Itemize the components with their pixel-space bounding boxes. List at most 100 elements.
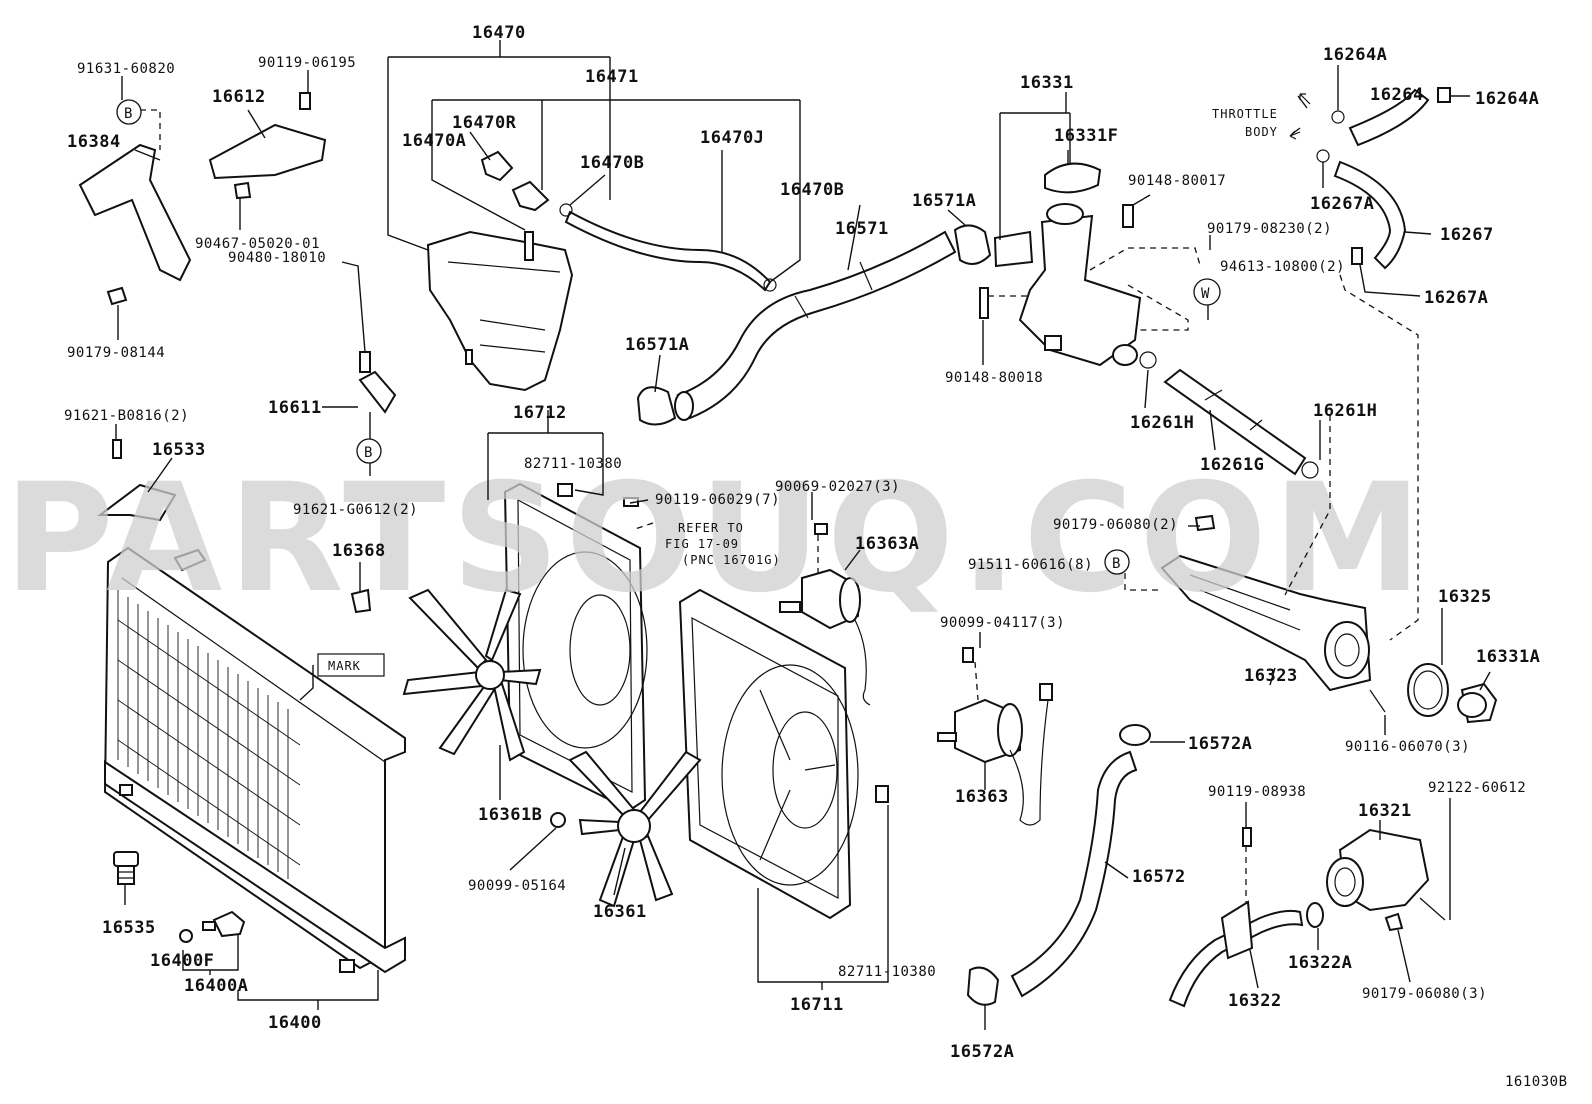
part-label[interactable]: 16384 — [67, 132, 121, 152]
part-label[interactable]: 90148-80018 — [945, 370, 1043, 386]
part-label[interactable]: 16323 — [1244, 666, 1298, 686]
part-label[interactable]: 90069-02027(3) — [775, 479, 900, 495]
fan-shroud-2-drawing — [678, 588, 859, 920]
part-label[interactable]: 90119-06195 — [258, 55, 356, 71]
part-label[interactable]: 16331A — [1476, 647, 1540, 667]
part-label[interactable]: 16470B — [780, 180, 844, 200]
part-label[interactable]: 16470A — [402, 131, 466, 151]
part-label[interactable]: 91621-B0816(2) — [64, 408, 189, 424]
part-label[interactable]: 16325 — [1438, 587, 1492, 607]
part-label[interactable]: 16363 — [955, 787, 1009, 807]
water-inlet-housing-drawing — [993, 203, 1142, 367]
throttle-hoses-drawing — [1316, 87, 1451, 270]
callout-b-letter: B — [124, 106, 133, 122]
part-label[interactable]: 16611 — [268, 398, 322, 418]
part-label[interactable]: 90099-04117(3) — [940, 615, 1065, 631]
part-label[interactable]: 16471 — [585, 67, 639, 87]
callout-b-marker — [116, 99, 142, 125]
part-label[interactable]: 92122-60612 — [1428, 780, 1526, 796]
part-label[interactable]: 91621-G0612(2) — [293, 502, 418, 518]
part-label[interactable]: 16470R — [452, 113, 517, 133]
part-label[interactable]: 16361 — [593, 902, 647, 922]
part-label[interactable]: 16322A — [1288, 953, 1352, 973]
part-label[interactable]: 16267A — [1424, 288, 1488, 308]
fan-motor-a-drawing — [779, 523, 871, 706]
part-label[interactable]: 16572A — [950, 1042, 1014, 1062]
radiator-cap-drawing — [1044, 162, 1102, 194]
part-label[interactable]: 16331 — [1020, 73, 1074, 93]
callout-b-marker — [1104, 549, 1130, 575]
part-label[interactable]: 16264A — [1475, 89, 1539, 109]
part-label[interactable]: 16571A — [625, 335, 689, 355]
part-label[interactable]: 91511-60616(8) — [968, 557, 1093, 573]
part-label[interactable]: 90148-80017 — [1128, 173, 1226, 189]
part-label[interactable]: 16264 — [1370, 85, 1424, 105]
part-label[interactable]: 90179-08230(2) — [1207, 221, 1332, 237]
part-label[interactable]: 16322 — [1228, 991, 1282, 1011]
part-label[interactable]: 82711-10380 — [524, 456, 622, 472]
part-label[interactable]: 90179-08144 — [67, 345, 165, 361]
throttle-arrows — [1289, 93, 1311, 140]
part-label[interactable]: 16711 — [790, 995, 844, 1015]
reservoir-cap-2-drawing — [511, 180, 550, 212]
part-label[interactable]: 90179-06080(2) — [1053, 517, 1178, 533]
part-label[interactable]: 16572 — [1132, 867, 1186, 887]
part-label[interactable]: 90179-06080(3) — [1362, 986, 1487, 1002]
part-label[interactable]: 16368 — [332, 541, 386, 561]
callout-b-marker — [356, 438, 382, 464]
callout-b-letter: B — [364, 445, 373, 461]
part-label[interactable]: 16571A — [912, 191, 976, 211]
part-label[interactable]: 16572A — [1188, 734, 1252, 754]
water-outlet-drawing — [1160, 554, 1372, 692]
fan-blade-2-drawing — [568, 750, 702, 908]
part-label[interactable]: 16331F — [1054, 126, 1118, 146]
part-label[interactable]: 16470B — [580, 153, 644, 173]
radiator-drawing — [103, 546, 406, 974]
part-label[interactable]: 82711-10380 — [838, 964, 936, 980]
part-label[interactable]: 16264A — [1323, 45, 1387, 65]
fasteners-drawing — [78, 92, 1404, 932]
thermo-switch-drawing — [1457, 682, 1498, 724]
part-labels: 91631-60820 90119-06195 16612 16384 9046… — [64, 23, 1540, 1062]
part-label[interactable]: 16470 — [472, 23, 526, 43]
fan-motor-drawing — [937, 683, 1053, 826]
hose-clip-drawing — [559, 203, 573, 217]
part-label[interactable]: 16400F — [150, 951, 214, 971]
part-label[interactable]: 16533 — [152, 440, 206, 460]
part-label[interactable]: 90480-18010 — [228, 250, 326, 266]
part-label[interactable]: 94613-10800(2) — [1220, 259, 1345, 275]
part-label[interactable]: 90099-05164 — [468, 878, 566, 894]
part-label[interactable]: 90467-05020-01 — [195, 236, 320, 252]
part-label[interactable]: 16712 — [513, 403, 567, 423]
part-label[interactable]: 16612 — [212, 87, 266, 107]
watermark: PARTSOUQ.COM — [4, 452, 1428, 626]
part-label[interactable]: 16400A — [184, 976, 248, 996]
part-label[interactable]: 16361B — [478, 805, 542, 825]
part-label[interactable]: 16267 — [1440, 225, 1494, 245]
part-label[interactable]: 91631-60820 — [77, 61, 175, 77]
fan-blade-drawing — [402, 588, 542, 762]
part-label[interactable]: 16261H — [1130, 413, 1194, 433]
part-label[interactable]: 16261G — [1200, 455, 1264, 475]
throttle-body-note: THROTTLE — [1212, 107, 1278, 121]
part-label[interactable]: 16261H — [1313, 401, 1377, 421]
part-label[interactable]: 16535 — [102, 918, 156, 938]
thermostat-gasket-drawing — [1306, 902, 1324, 928]
part-label[interactable]: 16363A — [855, 534, 919, 554]
callout-w-marker — [1193, 278, 1221, 306]
part-label[interactable]: 16321 — [1358, 801, 1412, 821]
overflow-hose-drawing — [564, 210, 772, 292]
part-label[interactable]: 90116-06070(3) — [1345, 739, 1470, 755]
part-label[interactable]: 90119-06029(7) — [655, 492, 780, 508]
part-label[interactable]: 16571 — [835, 219, 889, 239]
part-label[interactable]: 16400 — [268, 1013, 322, 1033]
callout-w-letter: W — [1201, 286, 1210, 302]
part-label[interactable]: 16470J — [700, 128, 764, 148]
part-label[interactable]: 16267A — [1310, 194, 1374, 214]
part-drawings — [78, 87, 1498, 1008]
lower-hose-drawing — [966, 724, 1151, 1006]
throttle-body-note: BODY — [1245, 125, 1278, 139]
part-label[interactable]: 90119-08938 — [1208, 784, 1306, 800]
